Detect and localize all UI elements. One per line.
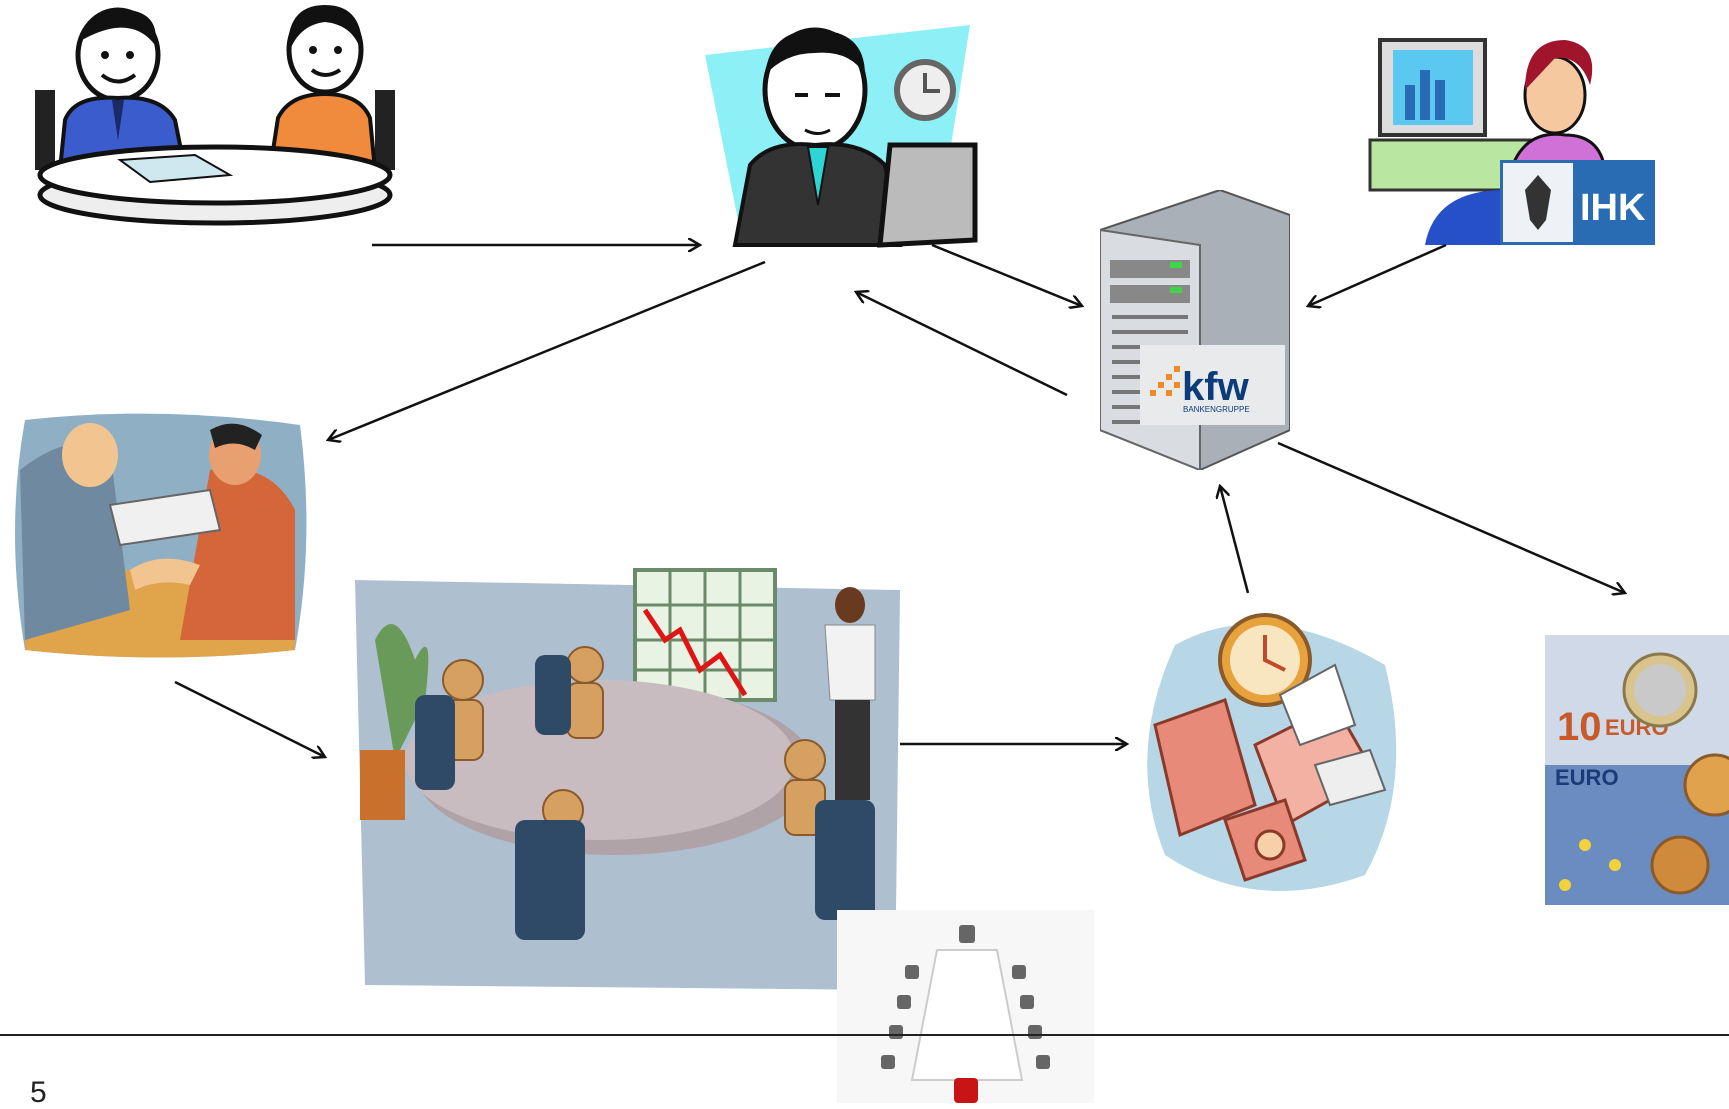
page-number: 5 [30, 1076, 47, 1109]
handshake-icon [10, 410, 310, 665]
boardroom-icon [837, 910, 1094, 1103]
footer-divider [0, 1034, 1729, 1036]
ihk-worker-icon: IHK [1365, 30, 1655, 245]
arrow-clerk-to-handshake [328, 260, 766, 440]
arrow-server-to-money [1277, 441, 1625, 593]
banknote-currency-2: EURO [1555, 765, 1619, 790]
kfw-server-icon: kfw BANKENGRUPPE [1100, 190, 1290, 470]
arrow-office-to-server [1220, 486, 1250, 594]
arrow-clerk-to-server [931, 243, 1082, 306]
office-documents-icon [1135, 605, 1405, 905]
arrow-ihk-to-server [1308, 243, 1447, 306]
banknote-denomination: 10 [1557, 705, 1602, 749]
arrow-server-to-clerk [856, 292, 1068, 397]
meeting-chart-icon [355, 560, 900, 1005]
euro-money-icon: 10 EURO EURO [1545, 635, 1729, 905]
clerk-laptop-icon [700, 15, 980, 250]
kfw-logo-subtext: BANKENGRUPPE [1183, 405, 1250, 414]
kfw-logo-text: kfw [1182, 365, 1250, 409]
arrow-handshake-to-meeting [174, 680, 325, 757]
consultation-icon [20, 0, 410, 230]
ihk-logo-text: IHK [1580, 187, 1646, 229]
